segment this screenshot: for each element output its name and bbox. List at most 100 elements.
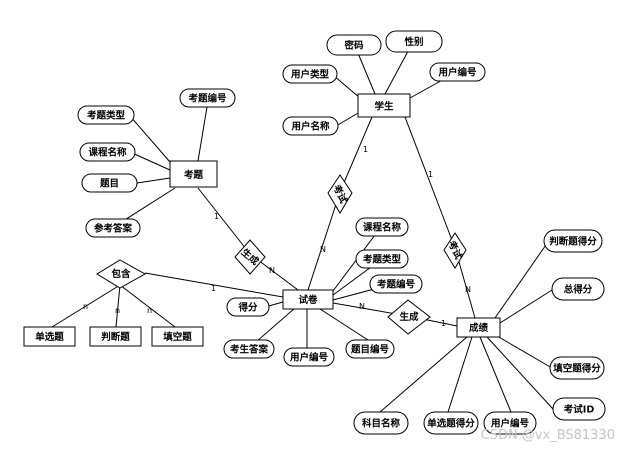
- attr-item-id: 题目编号: [345, 339, 395, 359]
- card-include-single: n: [83, 302, 88, 311]
- edge-exam-id: [486, 336, 554, 410]
- attr-password: 密码: [326, 34, 382, 56]
- edge-user-name: [335, 111, 361, 127]
- attr-course-name: 课程名称: [79, 142, 136, 162]
- attr-label: 考题编号: [188, 93, 227, 105]
- edge-include-paper: [144, 272, 284, 298]
- entity-label: 判断题: [101, 331, 130, 343]
- attr-label: 用户编号: [437, 67, 477, 79]
- attr-user-name: 用户名称: [282, 116, 339, 136]
- attr-paper-course-name: 课程名称: [355, 217, 409, 237]
- card-include-fill: n: [147, 306, 152, 315]
- attr-label: 参考答案: [93, 223, 133, 235]
- edge-item-id: [319, 308, 369, 341]
- entity-paper: 试卷: [282, 289, 334, 310]
- attr-user-id: 用户编号: [429, 62, 486, 82]
- edge-exam-paper: [307, 191, 341, 291]
- edge-question-type: [129, 115, 171, 163]
- entity-student: 学生: [357, 93, 411, 118]
- attr-label: 课程名称: [88, 147, 127, 159]
- entity-score: 成绩: [456, 317, 501, 338]
- attr-label: 用户编号: [289, 352, 329, 364]
- attr-paper-question-id: 考题编号: [369, 274, 423, 294]
- attr-question-id: 考题编号: [179, 88, 236, 108]
- entity-label: 成绩: [469, 322, 489, 334]
- entity-label: 学生: [374, 101, 394, 113]
- relationship-label: 生成: [399, 311, 419, 323]
- card-include-paper: 1: [211, 284, 216, 293]
- attr-paper-user-id: 用户编号: [283, 347, 335, 367]
- attr-label: 用户编号: [490, 418, 530, 430]
- attr-score-user-id: 用户编号: [483, 411, 537, 435]
- attr-paper-score: 得分: [226, 297, 270, 317]
- attr-label: 考题类型: [363, 254, 402, 266]
- attr-label: 题目: [100, 178, 119, 190]
- attr-student-answer: 考生答案: [223, 339, 275, 359]
- attr-label: 考题类型: [87, 110, 126, 122]
- attr-label: 题目编号: [351, 344, 390, 356]
- edge-score-user-id: [479, 336, 512, 413]
- relationship-generate-score: 生成: [387, 299, 431, 335]
- attr-fill-score: 填空题得分: [549, 356, 605, 380]
- relationship-exam-result: 考试: [443, 232, 467, 269]
- edge-tf-score: [494, 241, 549, 319]
- attr-question-title: 题目: [81, 173, 138, 193]
- edge-student-exam: [339, 116, 373, 193]
- attr-single-score: 单选题得分: [423, 411, 479, 435]
- edge-total-score: [499, 289, 553, 324]
- edge-single-score: [447, 336, 473, 413]
- attr-label: 课程名称: [363, 222, 402, 234]
- relationship-label: 包含: [110, 268, 131, 280]
- entity-label: 试卷: [298, 294, 318, 306]
- attr-label: 单选题得分: [427, 418, 475, 430]
- attr-label: 得分: [237, 302, 258, 314]
- relationship-include: 包含: [96, 259, 147, 289]
- attr-question-type: 考题类型: [77, 105, 135, 125]
- edge-question-title: [136, 177, 171, 184]
- edge-include-single: [51, 284, 121, 328]
- attr-label: 考试ID: [564, 404, 595, 416]
- attr-label: 考题编号: [377, 279, 416, 291]
- attr-tf-score: 判断题得分: [543, 229, 603, 253]
- entity-label: 考题: [184, 169, 204, 181]
- attr-label: 性别: [404, 36, 423, 48]
- card-gen-paper: N: [269, 266, 275, 275]
- attr-reference-answer: 参考答案: [85, 218, 141, 238]
- attr-label: 用户类型: [290, 69, 330, 81]
- edge-student-exam2: [404, 116, 456, 249]
- card-include-tf: n: [115, 306, 120, 315]
- attr-label: 科目名称: [362, 418, 401, 430]
- edge-question-generate: [197, 187, 251, 255]
- relationship-generate-paper: 生成: [234, 239, 266, 275]
- attr-label: 总得分: [564, 284, 593, 296]
- edge-subject-name: [379, 336, 468, 413]
- attr-label: 填空题得分: [553, 363, 601, 375]
- edge-include-tf: [115, 284, 121, 328]
- attr-label: 考生答案: [230, 344, 269, 356]
- attr-label: 密码: [343, 40, 364, 52]
- entity-fill-blank: 填空题: [151, 326, 204, 347]
- attr-total-score: 总得分: [551, 277, 605, 301]
- edge-course-name: [129, 151, 171, 171]
- attr-gender: 性别: [385, 30, 443, 53]
- attr-label: 判断题得分: [549, 236, 597, 248]
- relationship-exam-take: 考试: [327, 174, 353, 214]
- edge-user-type: [332, 74, 361, 99]
- card-q-gen: 1: [214, 212, 219, 221]
- attr-label: 用户名称: [290, 121, 330, 133]
- card-gen-score: 1: [441, 319, 446, 328]
- attr-subject-name: 科目名称: [353, 411, 409, 435]
- entity-true-false: 判断题: [89, 326, 142, 347]
- entity-exam-question: 考题: [169, 160, 218, 188]
- cardinality-labels: 1 N 1 N 1 N 1 n n n N 1: [83, 145, 471, 328]
- card-stu-take: 1: [363, 145, 368, 154]
- edge-fill-score: [496, 335, 553, 369]
- entity-label: 单选题: [35, 331, 64, 343]
- card-result-score: N: [465, 285, 471, 294]
- entity-single-choice: 单选题: [23, 326, 76, 347]
- attr-user-type: 用户类型: [282, 64, 338, 84]
- attr-paper-question-type: 考题类型: [355, 249, 409, 269]
- entity-label: 填空题: [163, 331, 192, 343]
